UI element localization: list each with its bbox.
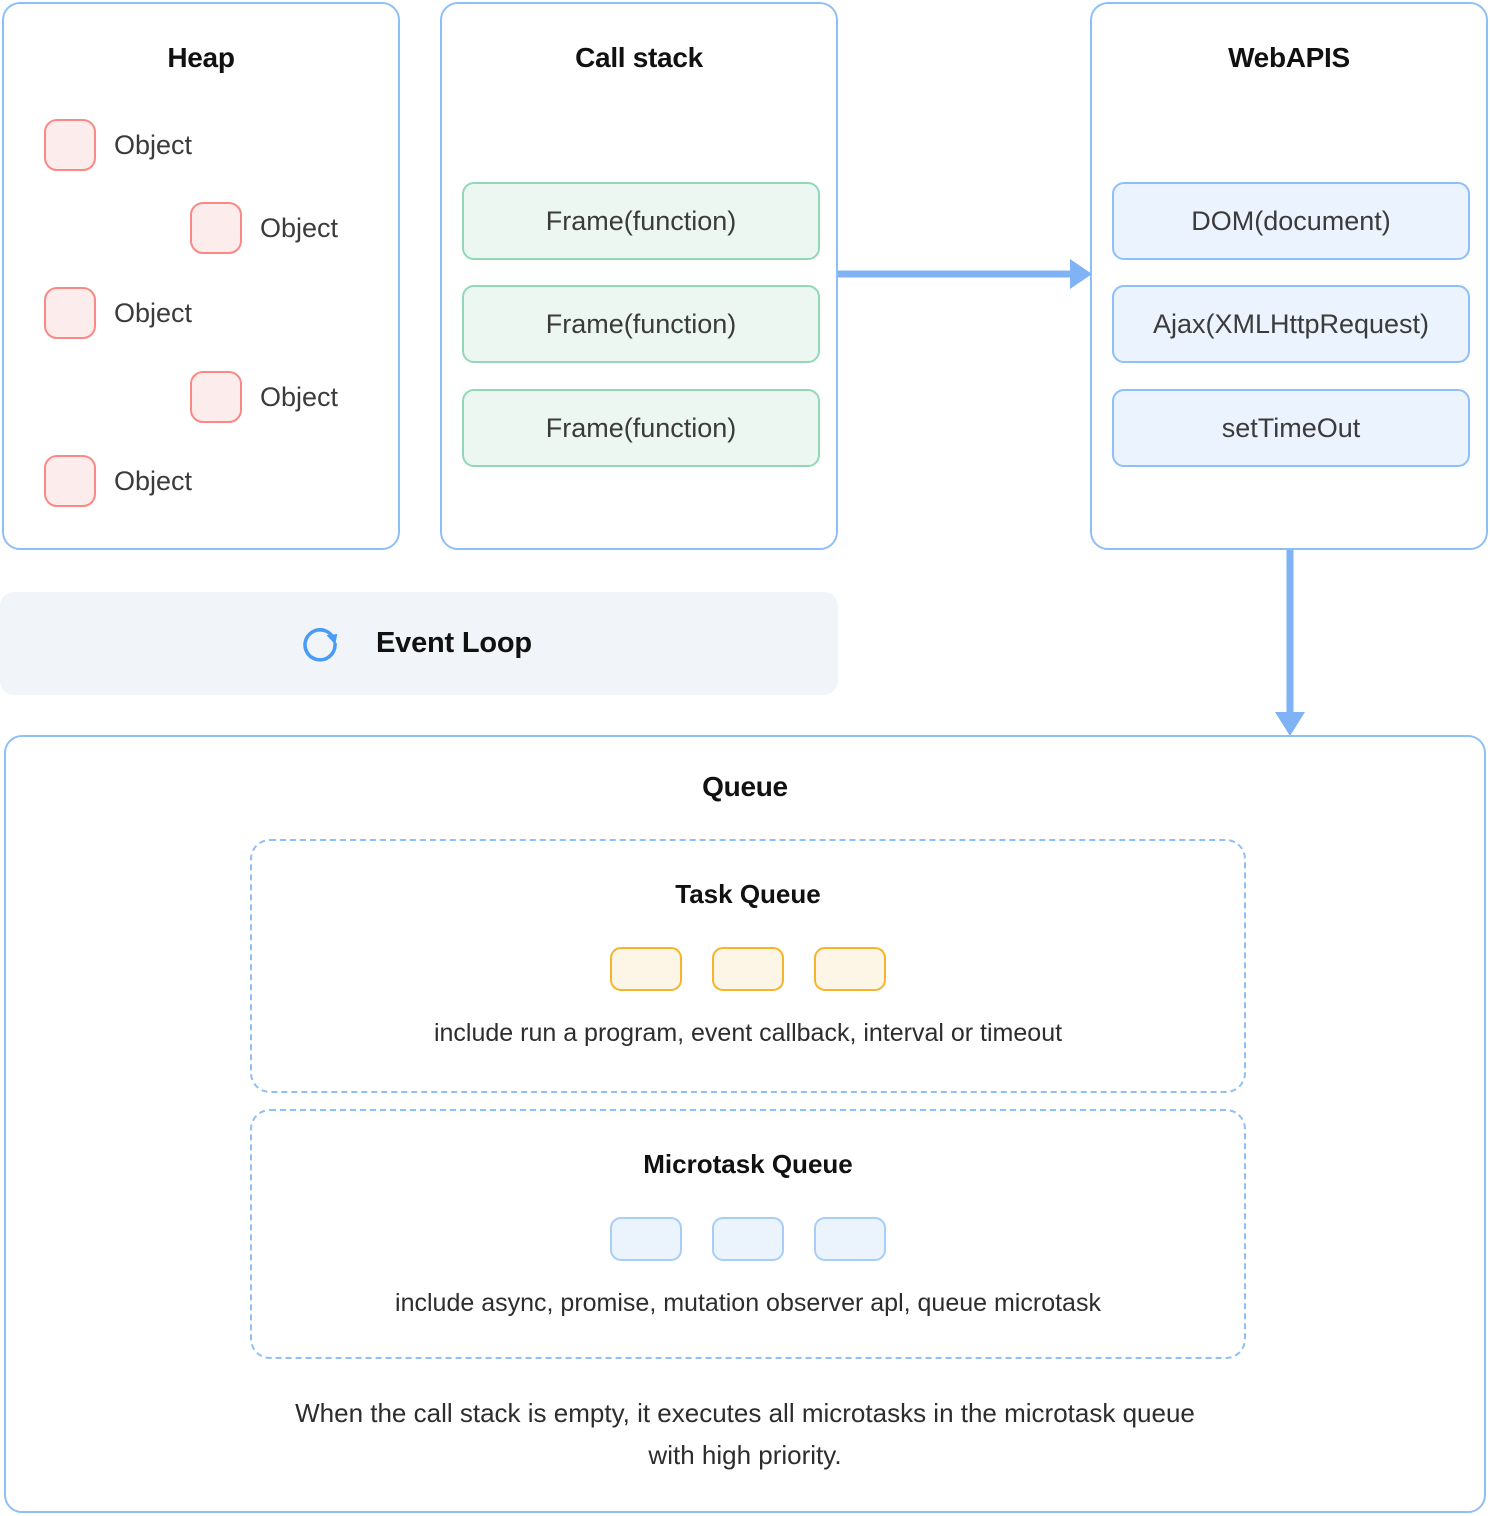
heap-object-label: Object [114, 465, 193, 496]
heap-object-row: Object [44, 455, 192, 507]
queue-footnote: When the call stack is empty, it execute… [6, 1392, 1484, 1476]
task-queue-chip [712, 947, 784, 991]
microtask-queue-chip-row [252, 1217, 1244, 1261]
task-queue-box: Task Queue include run a program, event … [250, 839, 1246, 1093]
heap-object-label: Object [114, 297, 193, 328]
microtask-queue-caption: include async, promise, mutation observe… [395, 1289, 1101, 1317]
call-stack-frame: Frame(function) [462, 389, 820, 467]
heap-panel: Heap Object Object Object Object Object [2, 2, 400, 550]
task-queue-title: Task Queue [675, 879, 821, 909]
microtask-queue-chip [610, 1217, 682, 1261]
queue-footnote-line2: with high priority. [648, 1440, 842, 1470]
call-stack-title: Call stack [575, 42, 703, 73]
heap-object-chip [44, 287, 96, 339]
refresh-loop-icon [303, 627, 338, 662]
heap-object-row: Object [44, 287, 192, 339]
microtask-queue-chip [712, 1217, 784, 1261]
heap-object-chip [190, 202, 242, 254]
event-loop-bar: Event Loop [0, 592, 838, 695]
heap-object-chip [44, 119, 96, 171]
call-stack-frame: Frame(function) [462, 182, 820, 260]
call-stack-panel: Call stack Frame(function) Frame(functio… [440, 2, 838, 550]
arrow-webapis-to-queue [1275, 550, 1305, 736]
queue-title: Queue [702, 771, 788, 802]
webapis-title: WebAPIS [1228, 42, 1350, 73]
arrow-callstack-to-webapis [838, 259, 1092, 289]
task-queue-caption: include run a program, event callback, i… [433, 1019, 1063, 1047]
queue-panel: Queue Task Queue include run a program, … [4, 735, 1486, 1513]
heap-object-label: Object [114, 129, 193, 160]
heap-object-label: Object [260, 381, 339, 412]
heap-object-row: Object [190, 371, 338, 423]
microtask-queue-box: Microtask Queue include async, promise, … [250, 1109, 1246, 1359]
webapi-item: DOM(document) [1112, 182, 1470, 260]
task-queue-chip [610, 947, 682, 991]
heap-object-row: Object [190, 202, 338, 254]
queue-footnote-line1: When the call stack is empty, it execute… [295, 1398, 1195, 1428]
call-stack-frame: Frame(function) [462, 285, 820, 363]
task-queue-chip [814, 947, 886, 991]
heap-object-row: Object [44, 119, 192, 171]
task-queue-chip-row [252, 947, 1244, 991]
webapi-item: setTimeOut [1112, 389, 1470, 467]
heap-title: Heap [167, 42, 235, 73]
webapis-panel: WebAPIS DOM(document) Ajax(XMLHttpReques… [1090, 2, 1488, 550]
event-loop-label: Event Loop [376, 627, 532, 659]
heap-object-chip [190, 371, 242, 423]
microtask-queue-title: Microtask Queue [643, 1149, 853, 1179]
heap-object-label: Object [260, 212, 339, 243]
microtask-queue-chip [814, 1217, 886, 1261]
heap-object-chip [44, 455, 96, 507]
webapi-item: Ajax(XMLHttpRequest) [1112, 285, 1470, 363]
